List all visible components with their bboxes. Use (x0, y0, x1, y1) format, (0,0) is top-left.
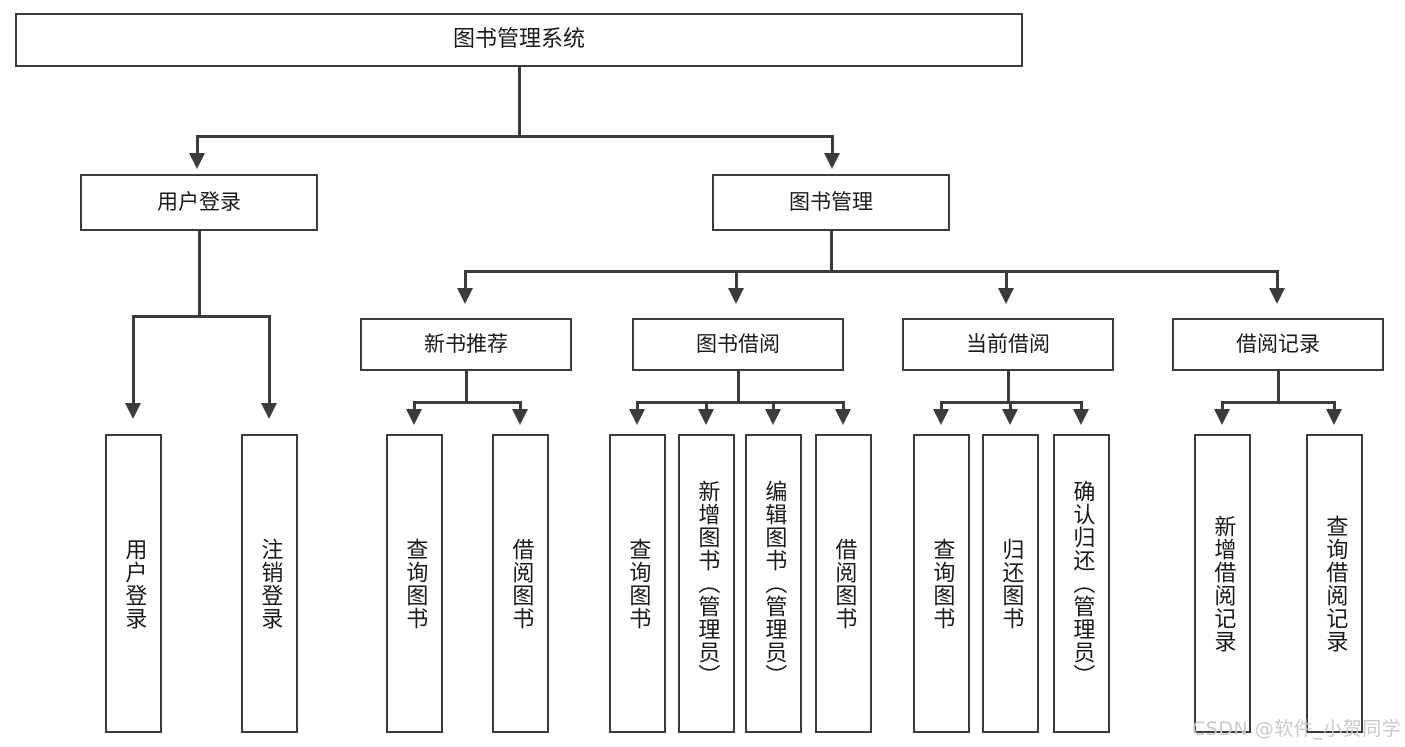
connector-level1-drop-book-management (831, 135, 834, 155)
node-leaf-borrow-book-1[interactable]: 借阅图书 (492, 434, 549, 733)
connector-borrow-record-drop-2 (1333, 401, 1336, 411)
connector-borrow-record-stem (1277, 371, 1280, 403)
connector-current-borrow-stem (1007, 371, 1010, 403)
connector-user-login-stem (198, 231, 201, 317)
node-label: 查询图书 (929, 537, 955, 630)
arrow-to-leaf-logout (261, 403, 277, 419)
arrow-to-current-borrow (998, 288, 1014, 304)
connector-current-borrow-drop-3 (1080, 401, 1083, 411)
arrow-to-leaf-borrow-book-2 (835, 409, 851, 425)
node-leaf-logout[interactable]: 注销登录 (241, 434, 298, 733)
node-label: 借阅图书 (831, 537, 857, 630)
connector-root-stem (518, 67, 521, 137)
arrow-to-leaf-query-book-2 (629, 409, 645, 425)
node-borrow-record[interactable]: 借阅记录 (1172, 318, 1384, 371)
node-label: 编辑图书（管理员） (761, 480, 787, 687)
node-label: 新增借阅记录 (1210, 514, 1236, 653)
node-book-borrow[interactable]: 图书借阅 (632, 318, 844, 371)
node-label: 查询图书 (625, 537, 651, 630)
node-label: 图书管理 (789, 190, 873, 215)
node-label: 借阅图书 (508, 537, 534, 630)
node-leaf-query-record[interactable]: 查询借阅记录 (1306, 434, 1363, 733)
node-label: 归还图书 (998, 537, 1024, 630)
node-leaf-return-book[interactable]: 归还图书 (982, 434, 1039, 733)
node-label: 用户登录 (121, 537, 147, 630)
connector-book-borrow-bus (636, 401, 844, 404)
node-leaf-confirm-return[interactable]: 确认归还（管理员） (1053, 434, 1110, 733)
connector-new-book-recommend-drop-1 (413, 401, 416, 411)
connector-user-login-drop-2 (268, 315, 271, 405)
node-current-borrow[interactable]: 当前借阅 (902, 318, 1114, 371)
node-label: 图书管理系统 (452, 27, 585, 53)
arrow-to-leaf-query-book-1 (406, 409, 422, 425)
arrow-to-leaf-query-book-3 (933, 409, 949, 425)
connector-user-login-drop-1 (132, 315, 135, 405)
node-leaf-query-book-1[interactable]: 查询图书 (386, 434, 443, 733)
node-book-management[interactable]: 图书管理 (712, 174, 950, 231)
arrow-to-leaf-add-book (698, 409, 714, 425)
connector-book-borrow-drop-1 (636, 401, 639, 411)
node-leaf-query-book-2[interactable]: 查询图书 (609, 434, 666, 733)
connector-user-login-bus (132, 315, 268, 318)
node-label: 新增图书（管理员） (694, 480, 720, 687)
watermark-text: CSDN @软件_小贺同学 (1192, 718, 1402, 740)
arrow-to-new-book-recommend (457, 288, 473, 304)
node-leaf-borrow-book-2[interactable]: 借阅图书 (815, 434, 872, 733)
node-leaf-edit-book[interactable]: 编辑图书（管理员） (745, 434, 802, 733)
node-label: 图书借阅 (696, 332, 780, 357)
node-label: 借阅记录 (1236, 332, 1320, 357)
arrow-to-user-login (189, 153, 205, 169)
node-label: 当前借阅 (966, 332, 1050, 357)
connector-book-borrow-stem (737, 371, 740, 403)
node-leaf-add-book[interactable]: 新增图书（管理员） (678, 434, 735, 733)
node-user-login[interactable]: 用户登录 (80, 174, 318, 231)
connector-current-borrow-drop-2 (1009, 401, 1012, 411)
node-root-book-management-system[interactable]: 图书管理系统 (15, 13, 1023, 67)
node-label: 查询借阅记录 (1322, 514, 1348, 653)
arrow-to-leaf-edit-book (765, 409, 781, 425)
connector-current-borrow-drop-1 (940, 401, 943, 411)
connector-level2-bus (464, 270, 1278, 273)
connector-new-book-recommend-drop-2 (519, 401, 522, 411)
connector-level2-drop-1 (464, 270, 467, 290)
connector-book-borrow-drop-2 (705, 401, 708, 411)
connector-borrow-record-bus (1221, 401, 1335, 404)
node-label: 确认归还（管理员） (1069, 480, 1095, 687)
node-new-book-recommend[interactable]: 新书推荐 (360, 318, 572, 371)
connector-book-borrow-drop-3 (772, 401, 775, 411)
arrow-to-leaf-add-record (1214, 409, 1230, 425)
arrow-to-book-management (824, 153, 840, 169)
arrow-to-book-borrow (728, 288, 744, 304)
connector-level1-bus (196, 135, 834, 138)
connector-book-borrow-drop-4 (842, 401, 845, 411)
node-leaf-query-book-3[interactable]: 查询图书 (913, 434, 970, 733)
connector-borrow-record-drop-1 (1221, 401, 1224, 411)
connector-level2-drop-2 (735, 270, 738, 290)
arrow-to-leaf-confirm-return (1073, 409, 1089, 425)
connector-level1-drop-user-login (196, 135, 199, 155)
node-label: 用户登录 (157, 190, 241, 215)
node-leaf-user-login[interactable]: 用户登录 (105, 434, 162, 733)
arrow-to-leaf-borrow-book-1 (512, 409, 528, 425)
arrow-to-leaf-return-book (1002, 409, 1018, 425)
connector-level2-drop-3 (1005, 270, 1008, 290)
connector-level2-drop-4 (1276, 270, 1279, 290)
arrow-to-leaf-query-record (1326, 409, 1342, 425)
node-label: 新书推荐 (424, 332, 508, 357)
node-label: 注销登录 (257, 537, 283, 630)
connector-new-book-recommend-stem (465, 371, 468, 403)
connector-new-book-recommend-bus (413, 401, 521, 404)
arrow-to-leaf-user-login (125, 403, 141, 419)
node-label: 查询图书 (402, 537, 428, 630)
node-leaf-add-record[interactable]: 新增借阅记录 (1194, 434, 1251, 733)
arrow-to-borrow-record (1269, 288, 1285, 304)
connector-book-management-stem (830, 231, 833, 272)
